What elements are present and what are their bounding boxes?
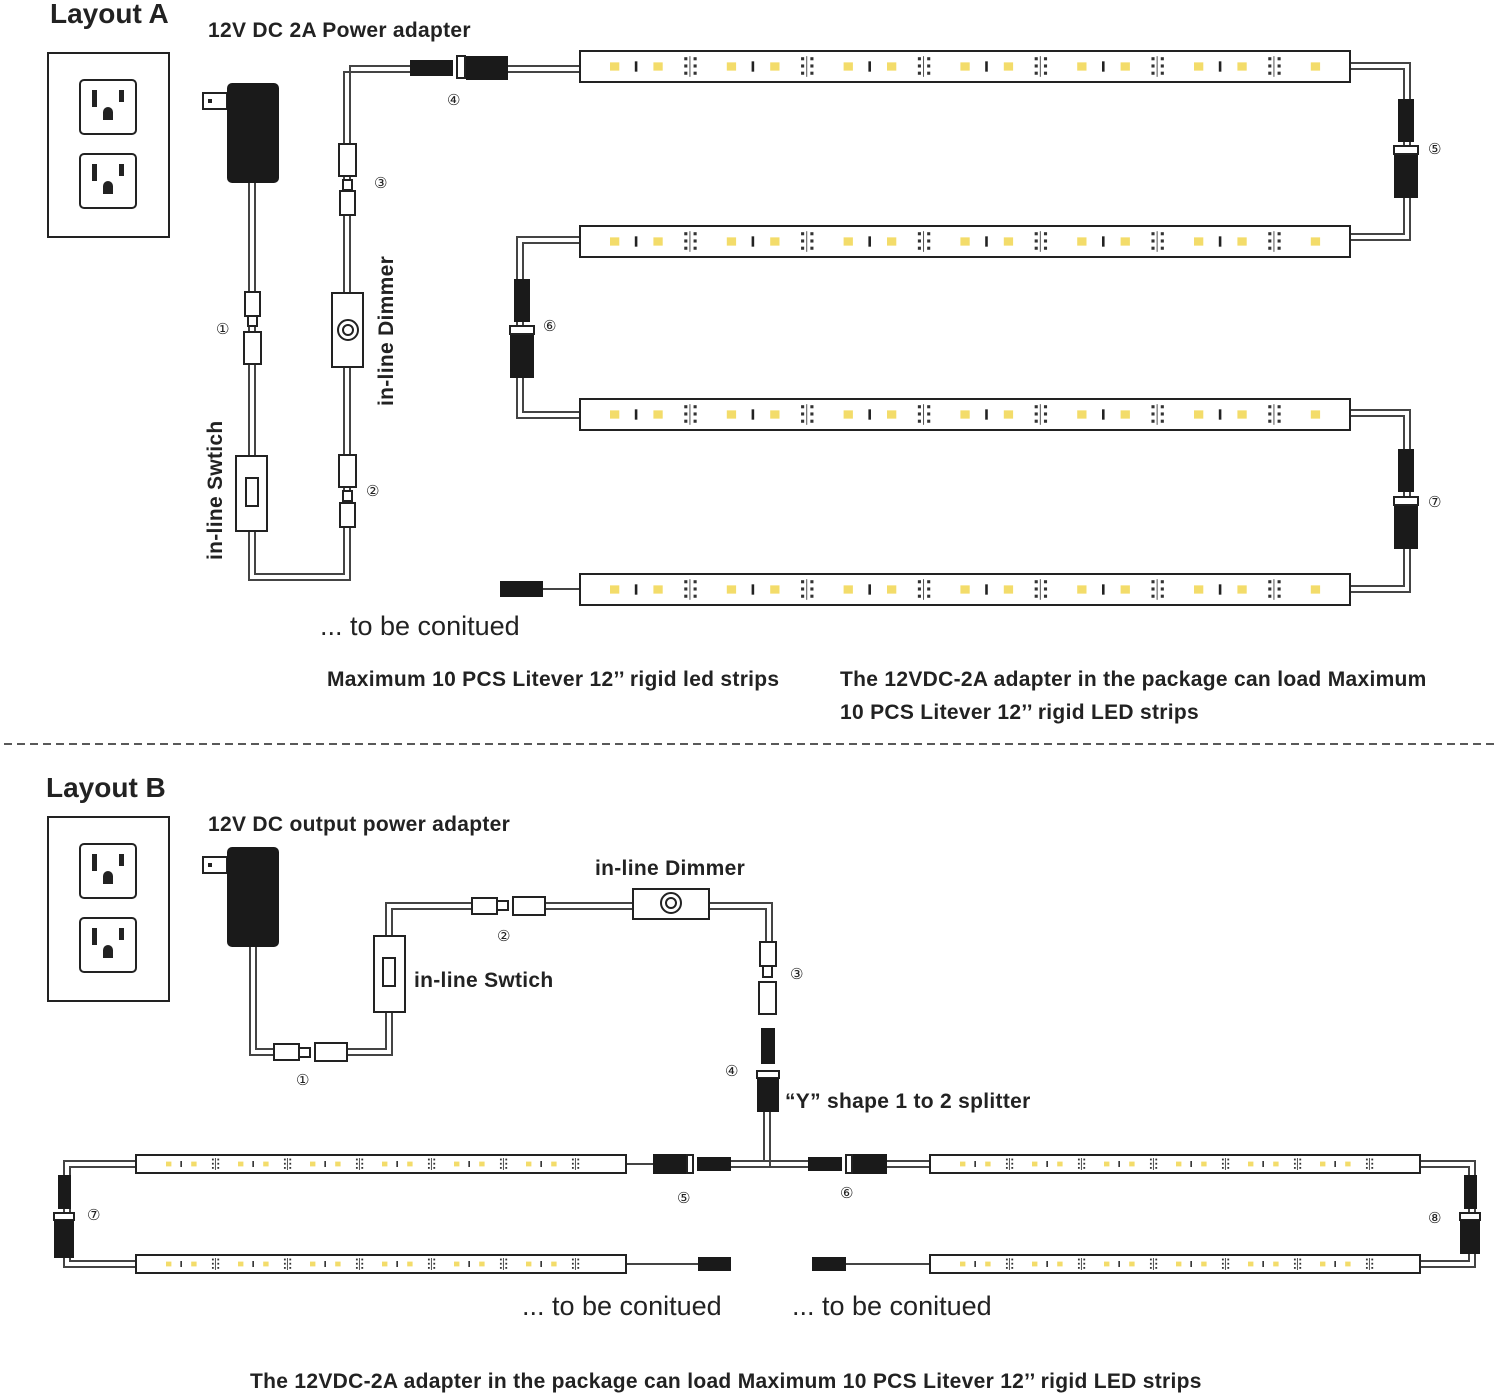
marker-a-1: ① <box>216 321 229 338</box>
marker-b-2: ② <box>497 928 510 945</box>
marker-b-6: ⑥ <box>840 1185 853 1202</box>
marker-b-7: ⑦ <box>87 1207 100 1224</box>
layout-b-switch-label: in-line Swtich <box>414 969 554 992</box>
marker-b-4: ④ <box>725 1063 738 1080</box>
layout-a-note-left: Maximum 10 PCS Litever 12’’ rigid led st… <box>327 668 779 691</box>
marker-a-4: ④ <box>447 92 460 109</box>
led-strip-icon <box>579 398 1351 431</box>
layout-a-adapter-label: 12V DC 2A Power adapter <box>208 19 471 42</box>
layout-b-wires <box>63 902 1476 1268</box>
marker-b-8: ⑧ <box>1428 1210 1441 1227</box>
power-adapter-icon <box>202 846 280 948</box>
dimmer-icon <box>632 888 710 920</box>
wall-outlet-icon <box>48 53 169 237</box>
layout-b-connectors <box>53 896 1481 1271</box>
layout-a-note-right-1: The 12VDC-2A adapter in the package can … <box>840 668 1427 691</box>
marker-a-5: ⑤ <box>1428 141 1441 158</box>
switch-icon <box>373 935 406 1013</box>
layout-a-switch-label: in-line Swtich <box>204 420 227 560</box>
layout-a-wires <box>248 62 1411 593</box>
marker-b-3: ③ <box>790 966 803 983</box>
layout-b-continued-left: ... to be conitued <box>522 1291 722 1321</box>
led-strip-icon <box>135 1154 627 1174</box>
led-strip-icon <box>135 1254 627 1274</box>
marker-b-1: ① <box>296 1072 309 1089</box>
layout-a: Layout A 12V DC 2A Power adapter <box>48 0 1441 724</box>
led-strip-icon <box>929 1154 1421 1174</box>
layout-b-title: Layout B <box>46 772 166 803</box>
led-strip-icon <box>579 573 1351 606</box>
layout-a-connectors <box>243 55 1419 597</box>
marker-a-6: ⑥ <box>543 318 556 335</box>
layout-b-footer: The 12VDC-2A adapter in the package can … <box>250 1370 1202 1393</box>
wall-outlet-icon <box>48 817 169 1001</box>
layout-a-continued: ... to be conitued <box>320 611 520 641</box>
led-strip-icon <box>579 50 1351 83</box>
layout-a-note-right-2: 10 PCS Litever 12’’ rigid LED strips <box>840 701 1199 724</box>
layout-b: Layout B 12V DC output power adapter <box>46 772 1481 1393</box>
led-strip-icon <box>579 225 1351 258</box>
layout-b-strips <box>135 1154 1421 1274</box>
layout-b-dimmer-label: in-line Dimmer <box>595 857 745 880</box>
marker-b-5: ⑤ <box>677 1190 690 1207</box>
switch-icon <box>235 455 268 532</box>
marker-a-3: ③ <box>374 175 387 192</box>
layout-b-continued-right: ... to be conitued <box>792 1291 992 1321</box>
layout-a-strips <box>579 50 1351 606</box>
layout-a-title: Layout A <box>50 0 169 29</box>
layout-b-splitter-label: “Y” shape 1 to 2 splitter <box>785 1090 1031 1113</box>
dimmer-icon <box>331 292 364 368</box>
layout-b-adapter-label: 12V DC output power adapter <box>208 813 510 836</box>
marker-a-2: ② <box>366 483 379 500</box>
led-strip-icon <box>929 1254 1421 1274</box>
power-adapter-icon <box>202 82 280 184</box>
marker-a-7: ⑦ <box>1428 494 1441 511</box>
layout-a-dimmer-label: in-line Dimmer <box>375 256 398 406</box>
